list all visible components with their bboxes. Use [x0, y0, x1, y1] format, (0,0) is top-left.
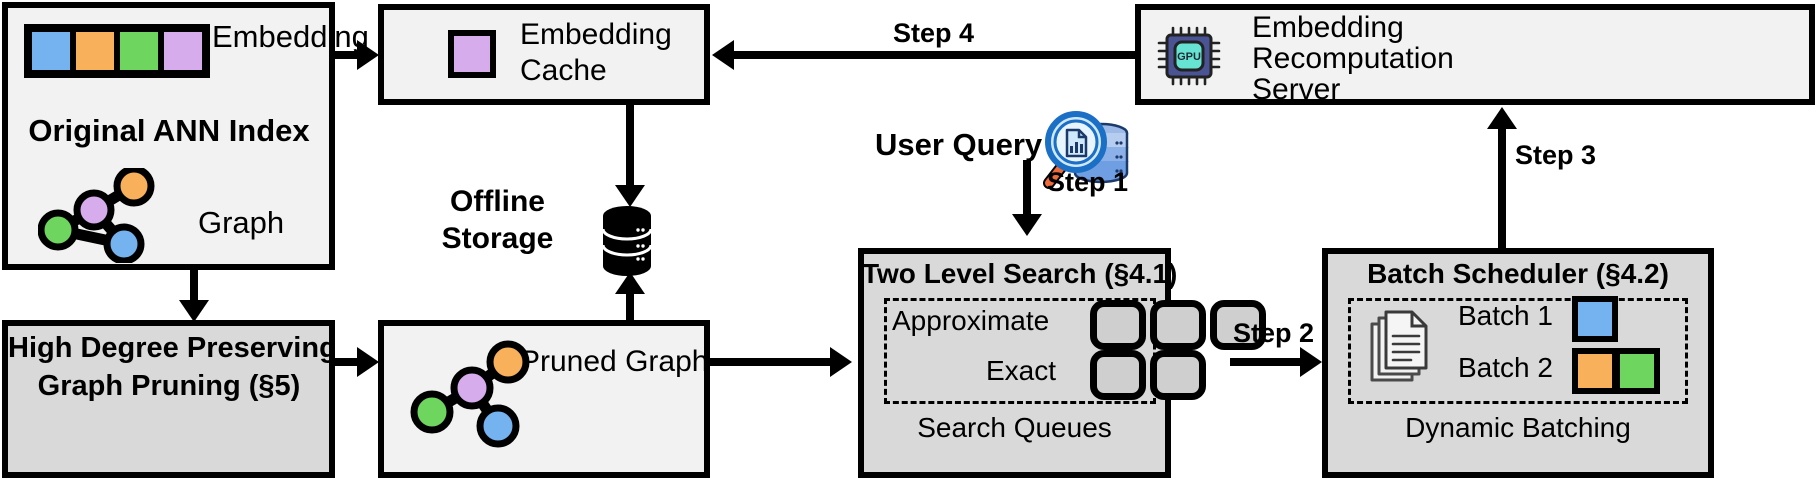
offline-storage-line2: Storage	[441, 222, 554, 255]
queue-slot	[1150, 300, 1206, 350]
arrow-cache-to-storage-head	[615, 185, 645, 207]
arrow-pruned-graph-to-storage	[626, 290, 634, 328]
search-queues-footer: Search Queues	[917, 412, 1112, 443]
database-icon	[602, 206, 652, 276]
queue-slot	[1090, 300, 1146, 350]
documents-icon	[1370, 310, 1428, 382]
dynamic-batching-footer: Dynamic Batching	[1405, 412, 1631, 443]
pruned-graph-icon	[410, 340, 530, 448]
step1-label: Step 1	[1047, 167, 1129, 197]
arrow-pruned-graph-to-storage-head	[615, 272, 645, 294]
offline-storage-line1: Offline	[450, 185, 545, 218]
two-level-search-title: Two Level Search (§4.1)	[862, 258, 1178, 289]
gpu-chip-icon: GPU	[1157, 26, 1221, 86]
recomputation-server-line3: Server	[1252, 73, 1341, 106]
graph-pruning-line2: Graph Pruning (§5)	[37, 370, 301, 402]
arrow-step2-head	[1300, 347, 1322, 377]
pruned-graph-label: Pruned Graph	[520, 345, 709, 378]
original-graph-icon	[38, 168, 155, 263]
search-document-database-icon	[1043, 111, 1129, 189]
embedding-chip-green	[117, 29, 161, 73]
arrow-step3-head	[1487, 107, 1517, 129]
embedding-cache-line1: Embedding	[520, 18, 672, 51]
approximate-label: Approximate	[892, 305, 1050, 336]
batch-2-label: Batch 2	[1458, 352, 1553, 383]
recomputation-server-line1: Embedding	[1252, 11, 1404, 44]
embedding-label: Embedding	[212, 19, 369, 54]
queue-slot	[1210, 300, 1266, 350]
dynamic-batching-region	[1348, 298, 1688, 404]
batch-2-chip-green	[1614, 348, 1660, 394]
arrow-index-to-cache-head	[357, 40, 379, 70]
approximate-queue-row	[1090, 300, 1266, 350]
embedding-cache-line2: Cache	[520, 54, 607, 87]
batch-1-label: Batch 1	[1458, 300, 1553, 331]
gpu-icon-text: GPU	[1177, 51, 1201, 63]
embedding-cache-box	[378, 4, 710, 105]
arrow-pruning-to-pruned-graph-head	[357, 347, 379, 377]
arrow-step1	[1023, 160, 1031, 222]
arrow-step4-head	[712, 40, 734, 70]
batch-1-chip-blue	[1572, 296, 1618, 342]
arrow-step3	[1498, 125, 1506, 248]
arrow-index-to-cache	[335, 51, 365, 59]
queue-slot	[1150, 350, 1206, 400]
arrow-index-to-pruning-head	[179, 300, 209, 322]
arrow-pruned-graph-to-search-head	[830, 347, 852, 377]
batch-scheduler-title: Batch Scheduler (§4.2)	[1367, 258, 1669, 289]
exact-queue-row	[1090, 350, 1206, 400]
graph-pruning-line1: High Degree Preserving	[8, 332, 337, 364]
batch-2-chip-orange	[1572, 348, 1618, 394]
embedding-chip-bar	[24, 24, 210, 78]
embedding-chip-blue	[29, 29, 73, 73]
exact-label: Exact	[986, 355, 1057, 386]
graph-pruning-box	[2, 320, 335, 478]
graph-label: Graph	[198, 205, 285, 240]
embedding-chip-orange	[73, 29, 117, 73]
embedding-chip-purple	[161, 29, 205, 73]
step3-label: Step 3	[1515, 140, 1597, 170]
arrow-step1-head	[1012, 214, 1042, 236]
user-query-label: User Query	[875, 127, 1043, 162]
arrow-pruned-graph-to-search	[710, 358, 836, 366]
arrow-pruning-to-pruned-graph	[335, 358, 365, 366]
original-ann-index-title: Original ANN Index	[28, 113, 310, 148]
arrow-step2	[1230, 358, 1308, 366]
step2-label: Step 2	[1233, 318, 1315, 348]
arrow-index-to-pruning	[190, 270, 198, 306]
search-queues-region	[884, 298, 1156, 404]
arrow-cache-to-storage	[626, 105, 634, 191]
recomputation-server-box	[1135, 4, 1815, 105]
recomputation-server-line2: Recomputation	[1252, 42, 1454, 75]
embedding-cache-chip	[448, 30, 496, 78]
arrow-step4	[718, 51, 1136, 59]
queue-slot	[1090, 350, 1146, 400]
step4-label: Step 4	[893, 18, 975, 48]
